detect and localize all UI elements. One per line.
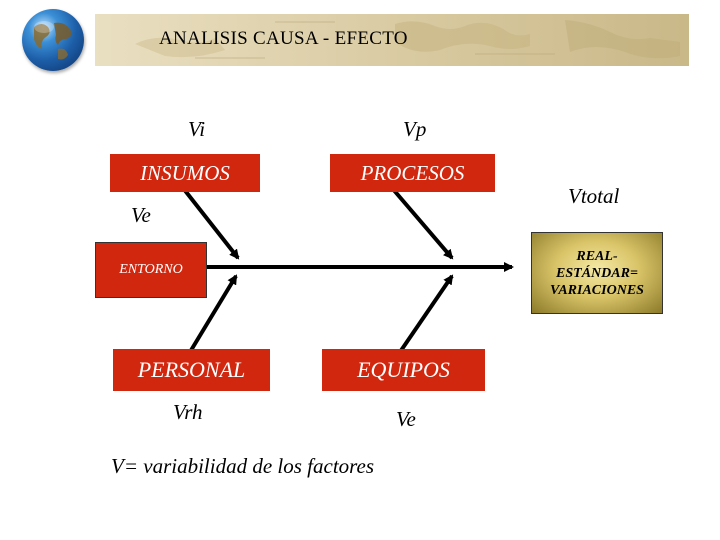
effect-line-1: REAL- bbox=[576, 248, 618, 264]
world-map-background bbox=[135, 20, 680, 59]
equipos-arrow bbox=[398, 274, 454, 354]
equipos-box: EQUIPOS bbox=[322, 349, 485, 391]
ve-bottom-label: Ve bbox=[396, 407, 416, 431]
footer-note: V= variabilidad de los factores bbox=[111, 454, 375, 478]
procesos-label: PROCESOS bbox=[360, 160, 465, 185]
effect-line-3: VARIACIONES bbox=[550, 282, 644, 298]
insumos-box: INSUMOS bbox=[110, 154, 260, 192]
vi-label: Vi bbox=[188, 117, 206, 141]
procesos-box: PROCESOS bbox=[330, 154, 495, 192]
personal-box: PERSONAL bbox=[113, 349, 270, 391]
entorno-label: ENTORNO bbox=[119, 262, 183, 277]
insumos-label: INSUMOS bbox=[140, 160, 230, 185]
procesos-arrow bbox=[390, 186, 454, 260]
ve-top-label: Ve bbox=[131, 203, 151, 227]
vrh-label: Vrh bbox=[173, 400, 203, 424]
entorno-box: ENTORNO bbox=[95, 242, 207, 298]
page-title: ANALISIS CAUSA - EFECTO bbox=[159, 28, 408, 49]
personal-arrow bbox=[188, 274, 238, 354]
vp-label: Vp bbox=[403, 117, 427, 141]
personal-label: PERSONAL bbox=[137, 357, 246, 382]
effect-line-2: ESTÁNDAR= bbox=[556, 265, 638, 281]
globe-icon bbox=[22, 9, 84, 71]
header-band bbox=[95, 14, 689, 66]
equipos-label: EQUIPOS bbox=[357, 357, 450, 382]
insumos-arrow bbox=[181, 186, 240, 260]
effect-box: REAL- ESTÁNDAR= VARIACIONES bbox=[531, 232, 663, 314]
vtotal-label: Vtotal bbox=[568, 184, 620, 208]
